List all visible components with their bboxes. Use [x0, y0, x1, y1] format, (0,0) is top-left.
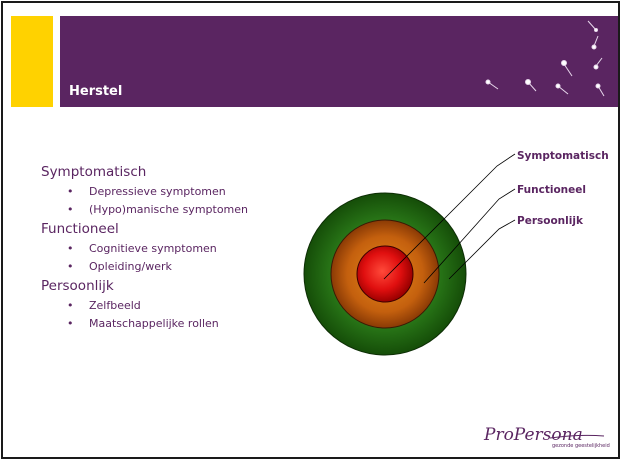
dandelion-seeds-icon: [468, 16, 618, 107]
leader-line-personal: [449, 220, 515, 279]
bullet-icon: •: [67, 242, 74, 256]
list-item: •Depressieve symptomen: [89, 185, 301, 199]
bullet-icon: •: [67, 203, 74, 217]
list-item: •Maatschappelijke rollen: [89, 317, 301, 331]
bullet-icon: •: [67, 299, 74, 313]
list-item: •Zelfbeeld: [89, 299, 301, 313]
list-item: •Cognitieve symptomen: [89, 242, 301, 256]
list-item: •(Hypo)manische symptomen: [89, 203, 301, 217]
label-symptomatic: Symptomatisch: [517, 150, 609, 162]
outer-ring-personal: [304, 193, 466, 355]
leader-line-symptomatic: [384, 154, 515, 279]
yellow-accent-bar: [11, 16, 53, 107]
leader-line-functional: [424, 189, 515, 283]
list-item: •Opleiding/werk: [89, 260, 301, 274]
bullet-icon: •: [67, 260, 74, 274]
inner-circle-symptomatic: [357, 246, 413, 302]
label-personal: Persoonlijk: [517, 215, 584, 227]
recovery-outline: Symptomatisch •Depressieve symptomen •(H…: [41, 163, 301, 334]
label-functional: Functioneel: [517, 184, 586, 196]
bullet-icon: •: [67, 317, 74, 331]
middle-ring-functional: [331, 220, 439, 328]
outline-heading-functional: Functioneel: [41, 220, 301, 238]
logo-tagline: gezonde geestelijkheid: [552, 443, 610, 449]
outline-heading-personal: Persoonlijk: [41, 277, 301, 295]
propersona-logo: ProPersona gezonde geestelijkheid: [480, 416, 612, 452]
bullet-icon: •: [67, 185, 74, 199]
page-title: Herstel: [69, 84, 122, 99]
outline-heading-symptomatic: Symptomatisch: [41, 163, 301, 181]
logo-wordmark: ProPersona: [483, 425, 583, 445]
